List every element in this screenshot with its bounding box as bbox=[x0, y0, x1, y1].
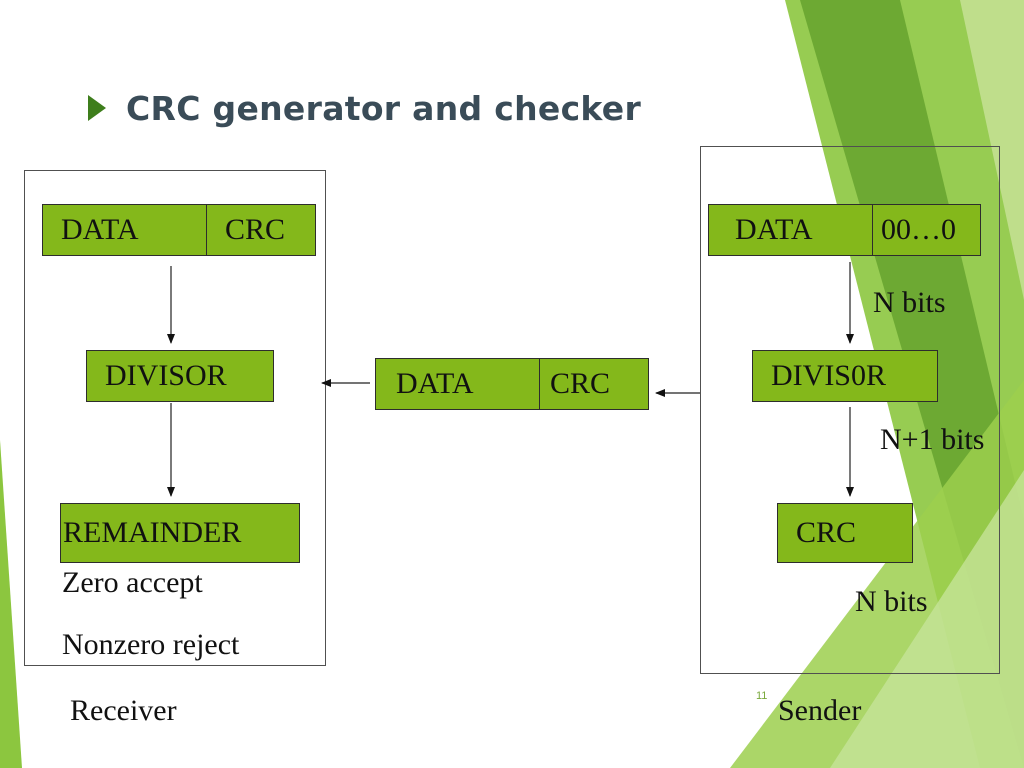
receiver-data-cell: DATA bbox=[43, 205, 206, 255]
sender-zeros-label: 00…0 bbox=[881, 213, 956, 246]
nonzero-reject-text: Nonzero reject bbox=[62, 628, 240, 661]
receiver-divisor-label: DIVISOR bbox=[105, 359, 227, 392]
sender-data-cell: DATA bbox=[709, 205, 872, 255]
triangle-bullet-icon bbox=[88, 95, 106, 121]
receiver-data-label: DATA bbox=[61, 213, 139, 246]
sender-zeros-cell: 00…0 bbox=[872, 205, 980, 255]
receiver-remainder-label: REMAINDER bbox=[63, 516, 242, 549]
sender-crc-label: CRC bbox=[796, 516, 857, 549]
channel-crc-label: CRC bbox=[550, 367, 611, 400]
receiver-crc-cell: CRC bbox=[206, 205, 315, 255]
sender-crc-box: CRC bbox=[777, 503, 913, 563]
sender-divisor-label: DIVIS0R bbox=[771, 359, 887, 392]
receiver-data-crc-box: DATA CRC bbox=[42, 204, 316, 256]
receiver-crc-label: CRC bbox=[225, 213, 286, 246]
slide-title-text: CRC generator and checker bbox=[126, 88, 642, 128]
sender-n-bits-label-2: N bits bbox=[855, 585, 928, 618]
sender-divisor-box: DIVIS0R bbox=[752, 350, 938, 402]
sender-panel bbox=[700, 146, 1000, 674]
channel-data-label: DATA bbox=[396, 367, 474, 400]
receiver-remainder-box: REMAINDER bbox=[60, 503, 300, 563]
zero-accept-text: Zero accept bbox=[62, 566, 203, 599]
channel-crc-cell: CRC bbox=[539, 359, 648, 409]
sender-n-bits-label-1: N bits bbox=[873, 286, 946, 319]
sender-n-plus-1-bits-label: N+1 bits bbox=[880, 423, 985, 456]
sender-data-zeros-box: DATA 00…0 bbox=[708, 204, 981, 256]
sender-data-label: DATA bbox=[735, 213, 813, 246]
channel-data-cell: DATA bbox=[376, 359, 539, 409]
receiver-panel bbox=[24, 170, 326, 666]
sender-label: Sender bbox=[778, 694, 862, 727]
receiver-divisor-box: DIVISOR bbox=[86, 350, 274, 402]
slide-number: 11 bbox=[756, 690, 768, 702]
channel-data-crc-box: DATA CRC bbox=[375, 358, 649, 410]
slide-title: CRC generator and checker bbox=[88, 86, 641, 130]
receiver-label: Receiver bbox=[70, 694, 177, 727]
